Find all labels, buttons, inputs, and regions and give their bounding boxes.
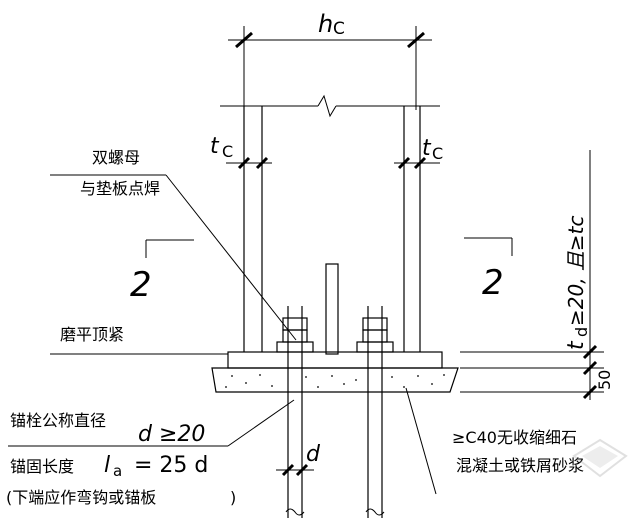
tc-right-subscript: C xyxy=(432,144,443,163)
tc-right-dimension: t C xyxy=(394,136,443,170)
grout-label-line2: 混凝土或铁屑砂浆 xyxy=(456,456,584,475)
dim-50-label: 50 xyxy=(595,370,614,390)
column-right-flange xyxy=(403,106,421,352)
tc-right-label: t xyxy=(422,136,432,161)
washer-left xyxy=(276,341,314,353)
grind-tight-label: 磨平顶紧 xyxy=(60,325,124,344)
anchor-bolt-right xyxy=(356,306,394,518)
grout-note: ≥C40无收缩细石 混凝土或铁屑砂浆 xyxy=(405,387,584,495)
tc-left-dimension: t C xyxy=(210,134,272,170)
section-right-number: 2 xyxy=(482,263,504,303)
anchor-length-subscript: a xyxy=(113,462,122,480)
bend-note-text: (下端应作弯钩或锚板 xyxy=(6,488,156,507)
anchor-length-formula: = 25 d xyxy=(134,453,208,478)
hc-label: h xyxy=(318,10,333,38)
double-nut-label-line2: 与垫板点焊 xyxy=(80,179,160,198)
td-label: t xyxy=(564,340,589,350)
watermark-logo xyxy=(572,438,628,478)
tc-left-label: t xyxy=(210,134,220,159)
double-nut-note: 双螺母 与垫板点焊 xyxy=(50,148,297,341)
plate-thickness-dimension: t d ≥20, 且≥tc 50 xyxy=(460,150,614,400)
anchor-length-l: l xyxy=(104,453,110,478)
central-stiffener-plate xyxy=(325,263,339,355)
td-subscript: d xyxy=(572,327,591,337)
hc-dimension: h C xyxy=(228,10,432,110)
bolt-break-marks xyxy=(285,508,385,516)
tc-left-subscript: C xyxy=(222,142,233,161)
bend-note-close: ) xyxy=(230,488,236,507)
anchor-bolt-left xyxy=(276,306,314,518)
section-mark-right: 2 xyxy=(464,237,513,303)
anchor-diameter-label: 锚栓公称直径 xyxy=(10,411,106,430)
column-break-line xyxy=(220,94,440,118)
bolt-diameter-dimension: d xyxy=(276,442,321,477)
washer-right xyxy=(356,341,394,353)
td-condition-text: ≥20, 且≥tc xyxy=(564,215,588,326)
bolt-d-label: d xyxy=(306,442,321,467)
anchor-length-label: 锚固长度 xyxy=(10,457,74,476)
hc-subscript: C xyxy=(333,19,345,39)
nut-left-bottom xyxy=(282,329,308,343)
nut-right-top xyxy=(362,317,388,331)
anchor-notes: 锚栓公称直径 d ≥20 锚固长度 l a = 25 d (下端应作弯钩或锚板 … xyxy=(6,399,295,507)
nut-right-bottom xyxy=(362,329,388,343)
grout-label-line1: ≥C40无收缩细石 xyxy=(452,428,577,447)
anchor-diameter-value: d ≥20 xyxy=(138,422,205,447)
grind-tight-note: 磨平顶紧 xyxy=(50,325,228,355)
column-left-flange xyxy=(243,106,263,352)
section-left-number: 2 xyxy=(130,265,152,305)
grout-layer xyxy=(211,367,459,393)
section-mark-left: 2 xyxy=(130,239,194,305)
double-nut-label-line1: 双螺母 xyxy=(92,148,140,167)
